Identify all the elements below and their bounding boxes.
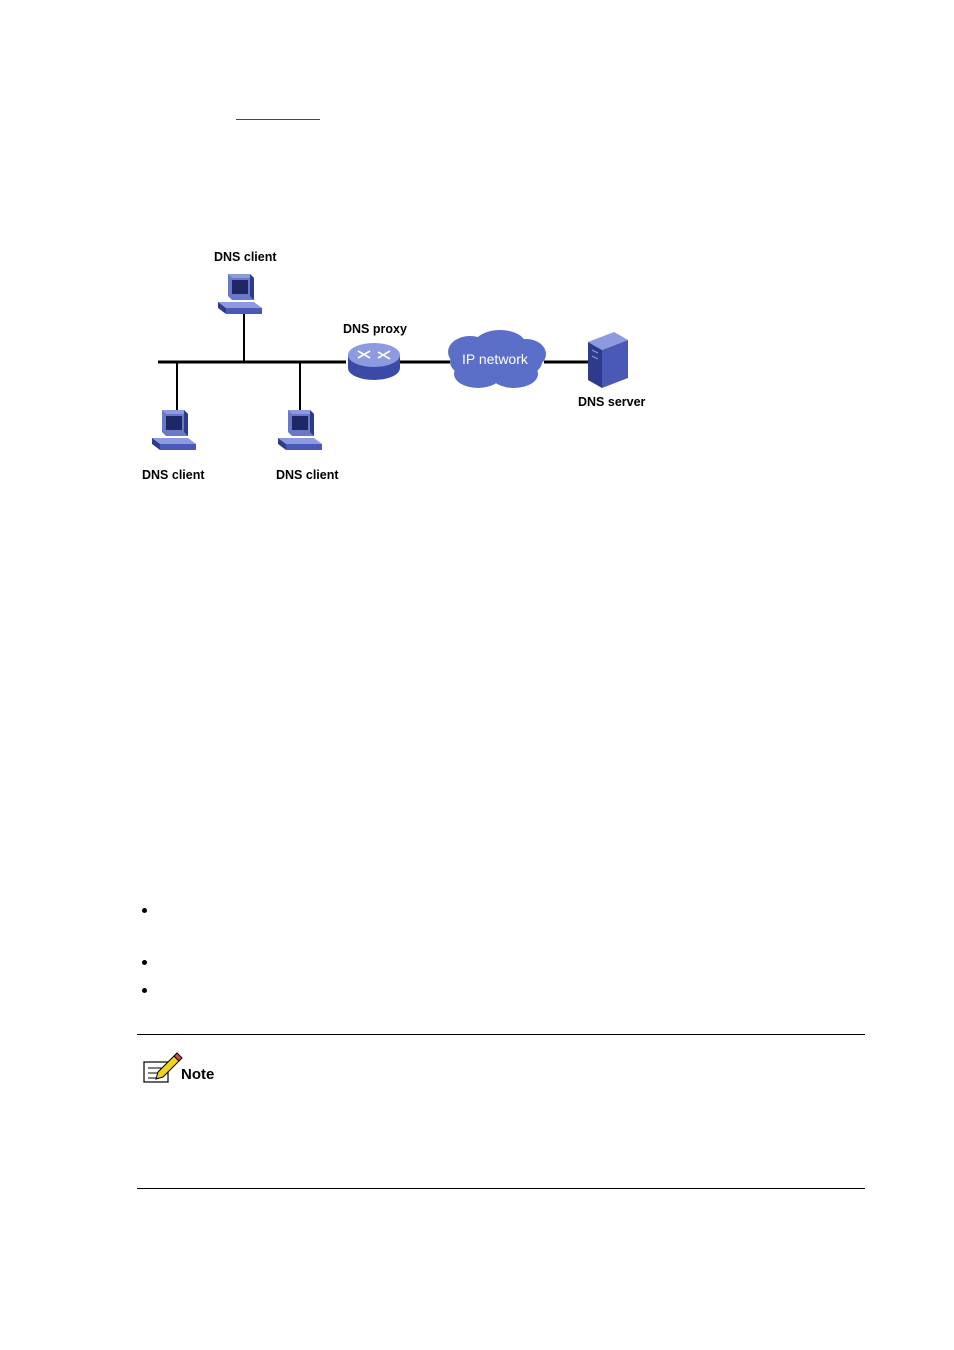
dns-proxy-label: DNS proxy xyxy=(343,322,407,336)
bullet-1 xyxy=(142,908,147,913)
pc-icon-top xyxy=(218,274,262,314)
server-icon xyxy=(588,332,628,388)
router-icon xyxy=(348,343,400,380)
hyperlink-underline[interactable] xyxy=(236,119,320,120)
dns-server-label: DNS server xyxy=(578,395,646,409)
note-top-rule xyxy=(137,1034,865,1035)
cloud-icon xyxy=(448,330,546,388)
note-pencil-icon xyxy=(143,1052,183,1083)
note-bottom-rule xyxy=(137,1188,865,1189)
ip-network-label: IP network xyxy=(462,351,528,367)
note-label: Note xyxy=(181,1066,215,1083)
dns-client-mid-label: DNS client xyxy=(276,468,339,482)
dns-client-top-label: DNS client xyxy=(214,250,277,264)
pc-icon-left xyxy=(152,410,196,450)
pc-icon-mid xyxy=(278,410,322,450)
bullet-2 xyxy=(142,960,147,965)
bullet-3 xyxy=(142,988,147,993)
dns-client-left-label: DNS client xyxy=(142,468,205,482)
